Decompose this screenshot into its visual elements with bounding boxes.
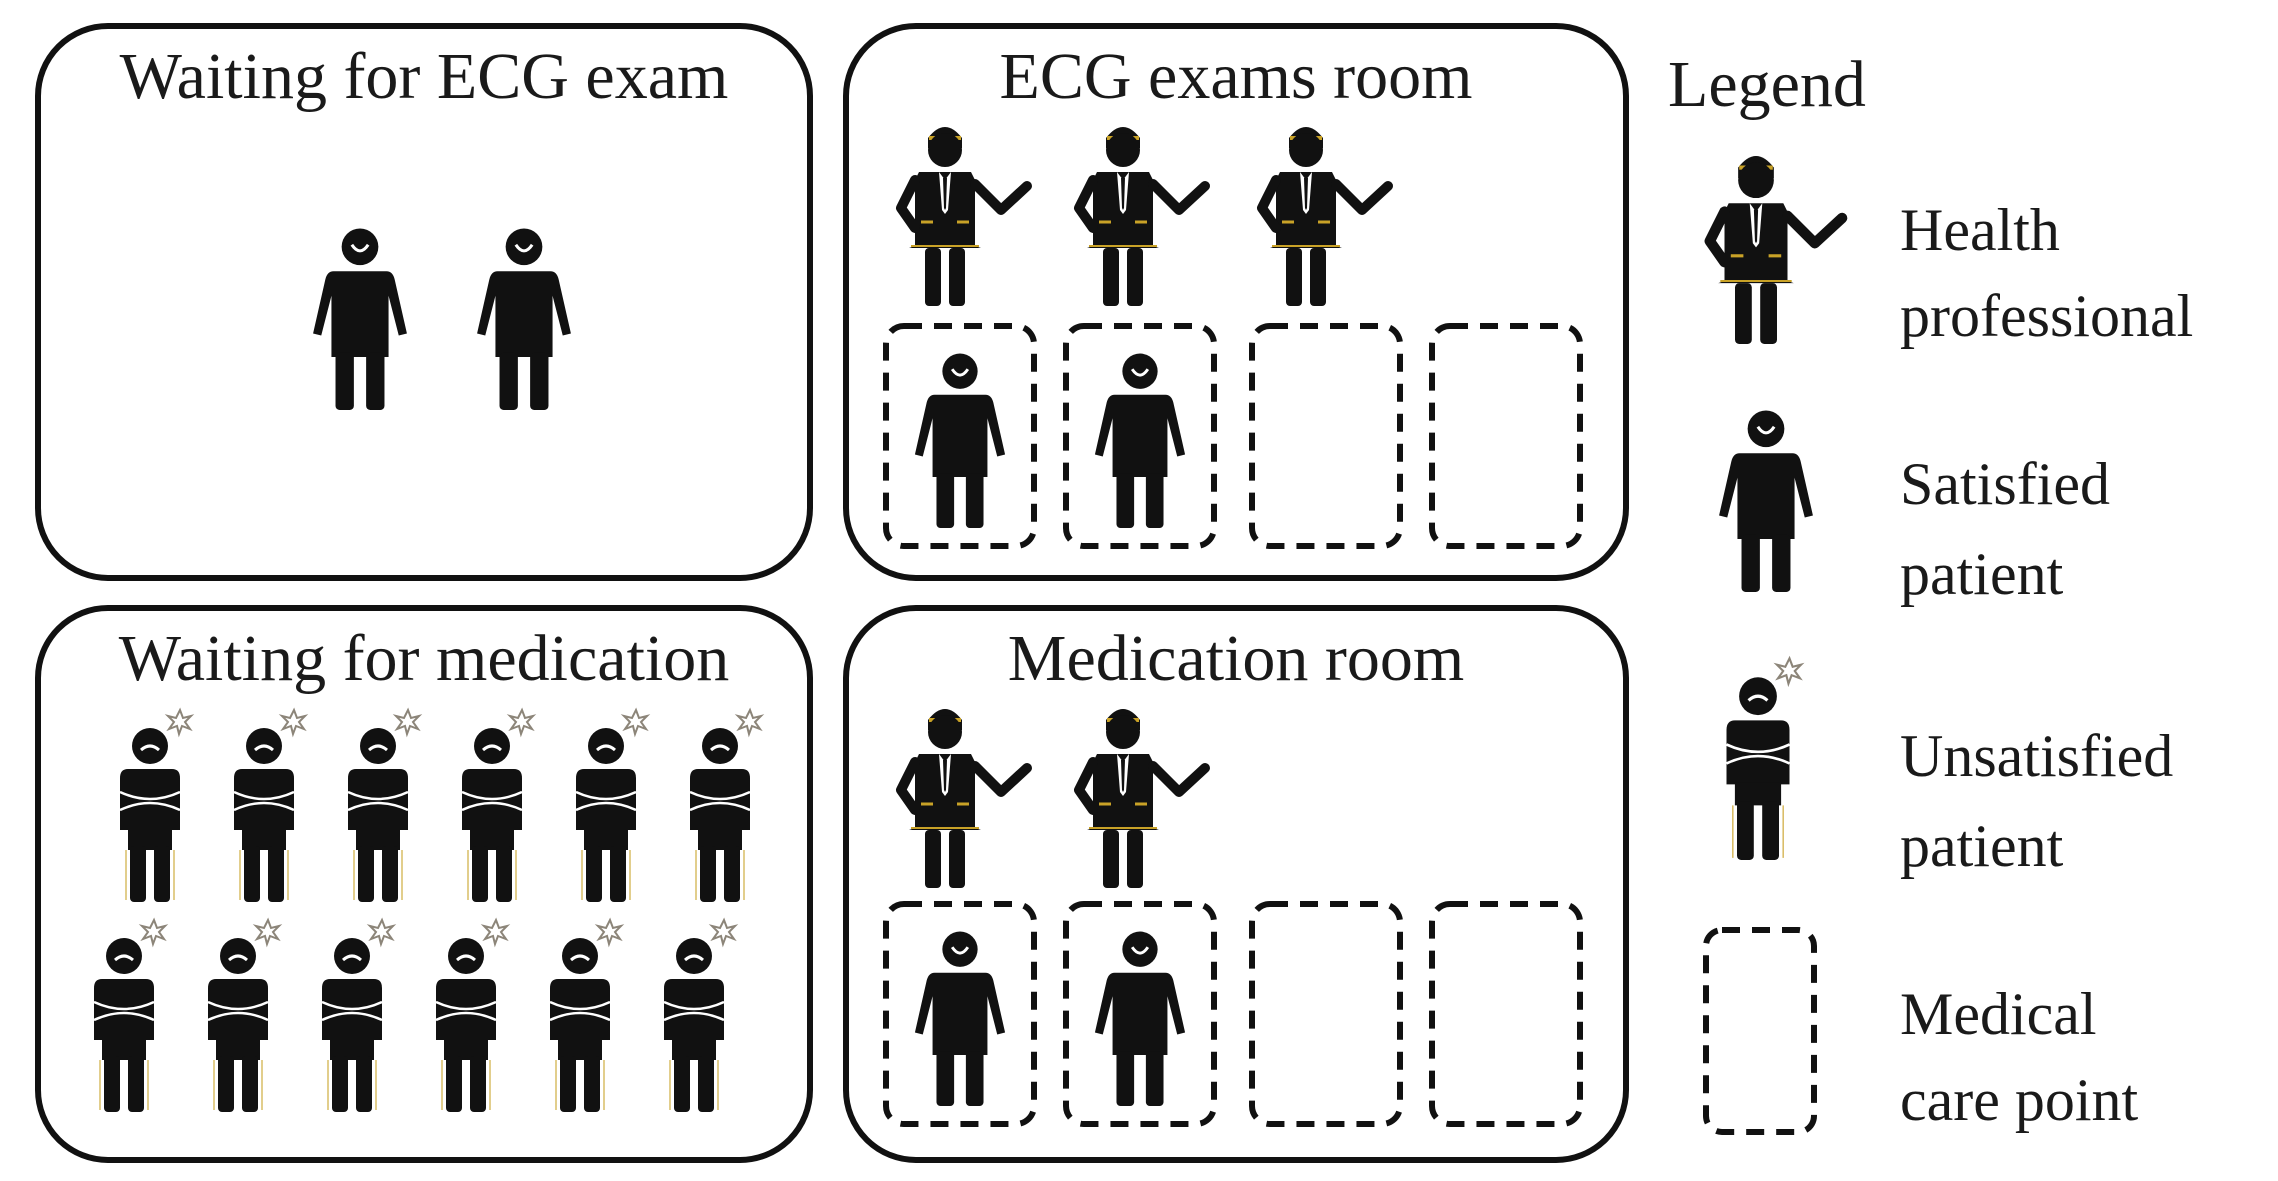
legend-label-line2: patient	[1900, 813, 2064, 879]
unsatisfied-patient-icon	[1724, 656, 1803, 862]
medical-care-point	[883, 901, 1037, 1127]
room-waiting-ecg: Waiting for ECG exam	[35, 23, 813, 581]
legend-label-line2: care point	[1900, 1067, 2139, 1133]
legend-item-medical-care-point: Medical care point	[1703, 927, 2139, 1135]
medical-care-point	[1249, 323, 1403, 549]
room-medication: Medication room	[843, 605, 1629, 1163]
medical-care-point	[883, 323, 1037, 549]
room-ecg-title: ECG exams room	[1000, 40, 1473, 113]
legend-label-line2: professional	[1900, 283, 2193, 349]
medical-care-point	[1429, 323, 1583, 549]
room-ecg: ECG exams room	[843, 23, 1629, 581]
medical-care-point	[1429, 901, 1583, 1127]
health-professional-icon	[1710, 156, 1842, 344]
legend-label-line2: patient	[1900, 541, 2064, 607]
medical-care-point-icon	[1703, 927, 1817, 1135]
room-medication-title: Medication room	[1008, 622, 1464, 695]
room-waiting-ecg-box	[35, 23, 813, 581]
legend-label-line1: Satisfied	[1900, 451, 2110, 517]
medical-care-point	[1063, 901, 1217, 1127]
room-waiting-ecg-title: Waiting for ECG exam	[120, 40, 729, 113]
legend-item-satisfied-patient: Satisfied patient	[1717, 408, 2110, 607]
medical-care-point	[1063, 323, 1217, 549]
satisfied-patient-icon	[1717, 408, 1815, 594]
room-waiting-medication: Waiting for medication	[35, 605, 813, 1163]
legend-label-line1: Health	[1900, 197, 2060, 263]
legend: Legend Health professional Satisfied pat…	[1668, 48, 2193, 1135]
legend-title: Legend	[1668, 48, 1866, 121]
legend-label-line1: Unsatisfied	[1900, 723, 2173, 789]
legend-label-line1: Medical	[1900, 981, 2097, 1047]
legend-item-health-professional: Health professional	[1710, 156, 2193, 349]
room-waiting-medication-title: Waiting for medication	[119, 622, 730, 695]
medical-care-point	[1249, 901, 1403, 1127]
legend-item-unsatisfied-patient: Unsatisfied patient	[1724, 656, 2173, 879]
